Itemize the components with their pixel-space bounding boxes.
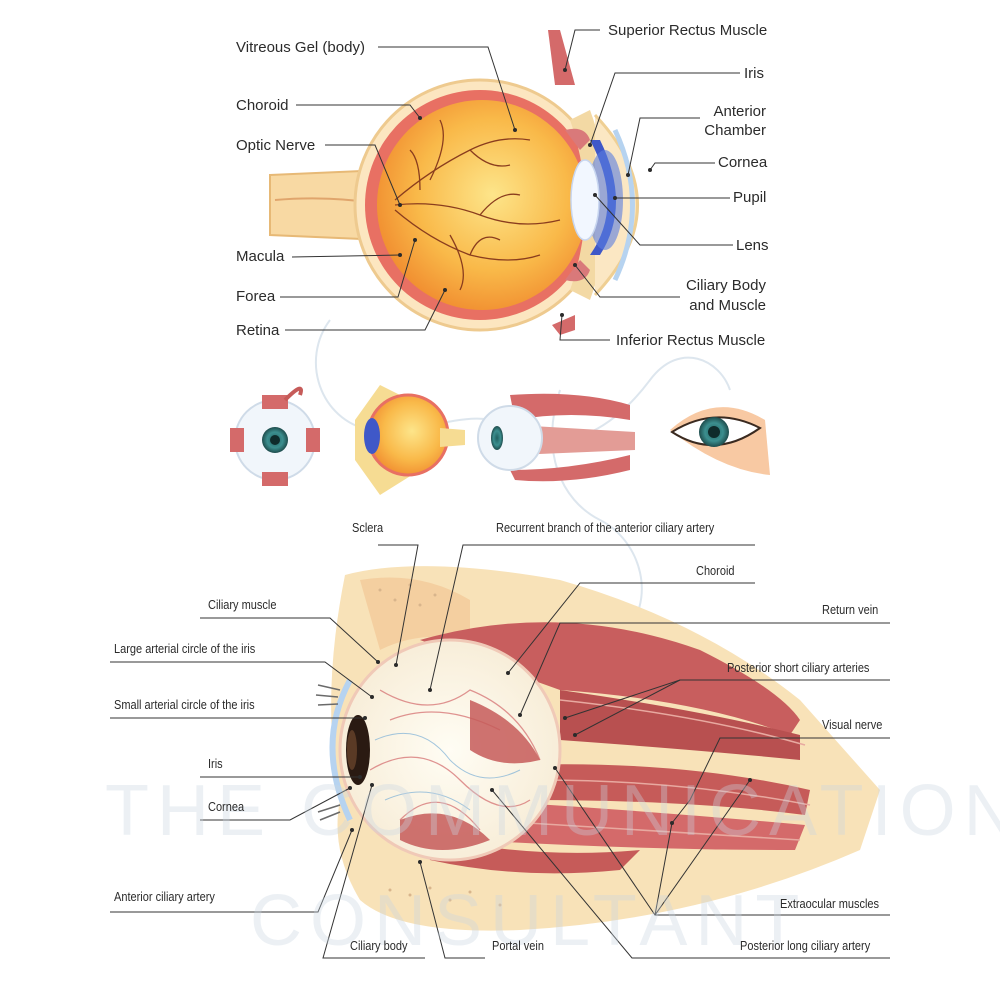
top-leader-lines xyxy=(280,29,740,341)
label-extraocular-muscles: Extraocular muscles xyxy=(780,897,880,911)
pointer-dots xyxy=(348,68,752,864)
label-ciliary-body-2: and Muscle xyxy=(689,297,766,314)
small-eye-eyelid xyxy=(670,407,770,475)
small-eye-front-muscles xyxy=(230,386,320,486)
label-large-arterial-circle: Large arterial circle of the iris xyxy=(114,642,256,656)
label-forea: Forea xyxy=(236,288,276,305)
label-pupil: Pupil xyxy=(733,189,767,206)
label-return-vein: Return vein xyxy=(822,603,879,617)
label-ciliary-body-bottom: Ciliary body xyxy=(350,939,408,953)
top-eye-illustration xyxy=(269,30,639,335)
watermark-line-2: CONSULTANT xyxy=(250,881,808,961)
label-optic-nerve: Optic Nerve xyxy=(236,137,316,154)
label-iris-top: Iris xyxy=(744,65,764,82)
label-posterior-short-ciliary: Posterior short ciliary arteries xyxy=(727,661,870,675)
bottom-eye-illustration xyxy=(315,566,881,931)
label-ciliary-muscle: Ciliary muscle xyxy=(208,598,277,612)
label-small-arterial-circle: Small arterial circle of the iris xyxy=(114,698,255,712)
label-macula: Macula xyxy=(236,248,285,265)
label-anterior-ciliary-artery: Anterior ciliary artery xyxy=(114,890,215,904)
watermark-line-1: THE COMMUNICATIONS xyxy=(105,771,1000,851)
label-recurrent-branch: Recurrent branch of the anterior ciliary… xyxy=(496,521,715,535)
bottom-leader-lines xyxy=(110,544,890,959)
label-anterior-chamber-2: Chamber xyxy=(704,122,766,139)
label-retina: Retina xyxy=(236,322,280,339)
label-anterior-chamber-1: Anterior xyxy=(713,103,766,120)
small-eye-side-muscles xyxy=(477,393,635,482)
label-superior-rectus: Superior Rectus Muscle xyxy=(608,22,768,39)
label-vitreous-gel: Vitreous Gel (body) xyxy=(236,39,365,56)
label-portal-vein: Portal vein xyxy=(492,939,544,953)
label-choroid: Choroid xyxy=(236,97,289,114)
label-cornea-bottom: Cornea xyxy=(208,800,245,814)
label-iris-bottom: Iris xyxy=(208,757,223,771)
small-eye-cross-section xyxy=(355,385,465,495)
label-ciliary-body-1: Ciliary Body xyxy=(685,277,766,294)
label-sclera: Sclera xyxy=(352,521,384,535)
label-posterior-long-ciliary: Posterior long ciliary artery xyxy=(740,939,871,953)
label-cornea-top: Cornea xyxy=(718,154,768,171)
label-inferior-rectus: Inferior Rectus Muscle xyxy=(616,332,766,349)
label-choroid-bottom: Choroid xyxy=(696,564,735,578)
label-lens: Lens xyxy=(736,237,769,254)
label-visual-nerve: Visual nerve xyxy=(822,718,883,732)
